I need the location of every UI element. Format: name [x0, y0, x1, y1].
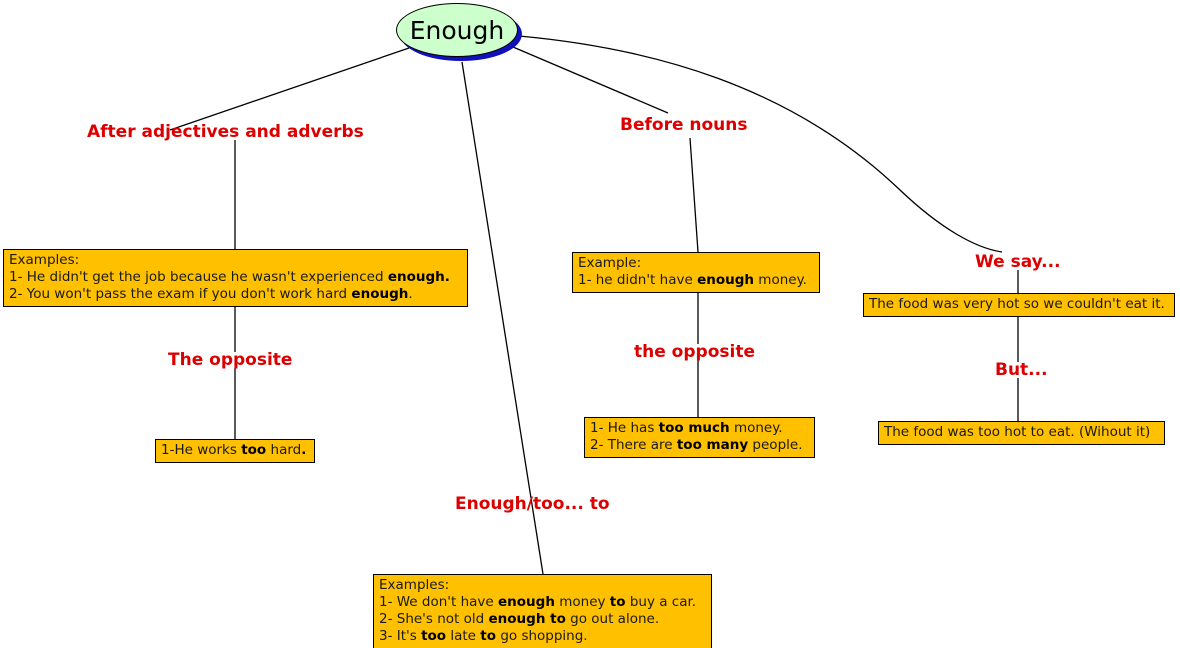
box-line: Examples: [9, 252, 462, 269]
edge-root-to-we-say [518, 35, 1003, 253]
text-segment: 2- There are [590, 437, 677, 453]
heading-before-nouns[interactable]: Before nouns [620, 115, 748, 135]
text-segment: late [446, 628, 481, 644]
box-after-adjectives-opposite[interactable]: 1-He works too hard. [155, 439, 315, 463]
text-segment: The food was very hot so we couldn't eat… [869, 296, 1165, 312]
box-line: Example: [578, 255, 814, 272]
box-line: Examples: [379, 577, 706, 594]
box-before-nouns-opposite[interactable]: 1- He has too much money. 2- There are t… [584, 417, 815, 458]
text-segment: buy a car. [625, 594, 697, 610]
heading-but[interactable]: But... [995, 360, 1048, 380]
edge-before-nouns-spine [689, 137, 699, 253]
text-segment-bold: too many [676, 437, 749, 453]
box-enough-too-to-examples[interactable]: Examples: 1- We don't have enough money … [373, 574, 712, 648]
root-node[interactable]: Enough [396, 3, 522, 61]
heading-after-adjectives-and-adverbs[interactable]: After adjectives and adverbs [87, 122, 364, 142]
text-segment-bold: too much [658, 420, 730, 436]
text-segment: The food was too hot to eat. (Wihout it) [884, 424, 1151, 440]
heading-the-opposite-nouns[interactable]: the opposite [634, 342, 755, 362]
text-segment: 2- You won't pass the exam if you don't … [9, 286, 352, 302]
text-segment-bold: enough [351, 286, 409, 302]
heading-we-say[interactable]: We say... [975, 252, 1061, 272]
text-segment: 1- He didn't get the job because he wasn… [9, 269, 388, 285]
text-segment: 1-He works [161, 442, 242, 458]
text-segment-bold: too [421, 628, 447, 644]
box-before-nouns-example[interactable]: Example: 1- he didn't have enough money. [572, 252, 820, 293]
box-line: 1- We don't have enough money to buy a c… [379, 594, 706, 611]
edge-root-to-after-adjectives [169, 47, 410, 131]
text-segment-bold: too [241, 442, 267, 458]
box-line: 1-He works too hard. [161, 442, 309, 459]
text-segment-bold: enough to [488, 611, 566, 627]
box-line: 2- She's not old enough to go out alone. [379, 611, 706, 628]
text-segment: Example: [578, 255, 642, 271]
root-node-face: Enough [396, 3, 518, 57]
box-we-say-example[interactable]: The food was very hot so we couldn't eat… [863, 293, 1175, 317]
box-after-adjectives-examples[interactable]: Examples: 1- He didn't get the job becau… [3, 249, 468, 307]
box-line: The food was too hot to eat. (Wihout it) [884, 424, 1159, 441]
text-segment: 1- We don't have [379, 594, 499, 610]
edge-root-to-before-nouns [512, 46, 669, 114]
text-segment: 1- He has [590, 420, 659, 436]
text-segment: . [408, 286, 413, 302]
text-segment: Examples: [9, 252, 80, 268]
text-segment-bold: to [480, 628, 497, 644]
text-segment-bold: to [609, 594, 626, 610]
box-but-example[interactable]: The food was too hot to eat. (Wihout it) [878, 421, 1165, 445]
box-line: 3- It's too late to go shopping. [379, 628, 706, 645]
text-segment: money. [729, 420, 783, 436]
text-segment: 1- he didn't have [578, 272, 698, 288]
heading-enough-too-to[interactable]: Enough/too... to [455, 494, 610, 514]
text-segment-bold: enough [697, 272, 754, 288]
text-segment: 2- She's not old [379, 611, 489, 627]
text-segment: Examples: [379, 577, 450, 593]
box-line: 1- He didn't get the job because he wasn… [9, 269, 462, 286]
box-line: 2- There are too many people. [590, 437, 809, 454]
box-line: The food was very hot so we couldn't eat… [869, 296, 1169, 313]
text-segment: 3- It's [379, 628, 422, 644]
text-segment: hard [266, 442, 302, 458]
box-line: 1- He has too much money. [590, 420, 809, 437]
text-segment: money [554, 594, 610, 610]
text-segment-bold: enough [498, 594, 555, 610]
box-line: 2- You won't pass the exam if you don't … [9, 286, 462, 303]
box-line: 1- he didn't have enough money. [578, 272, 814, 289]
text-segment: go shopping. [496, 628, 588, 644]
text-segment-bold: . [301, 442, 307, 458]
text-segment: go out alone. [565, 611, 660, 627]
heading-the-opposite-adjectives[interactable]: The opposite [168, 350, 293, 370]
text-segment: people. [748, 437, 803, 453]
root-node-label: Enough [409, 15, 505, 45]
text-segment: money. [754, 272, 807, 288]
text-segment-bold: enough. [387, 269, 450, 285]
